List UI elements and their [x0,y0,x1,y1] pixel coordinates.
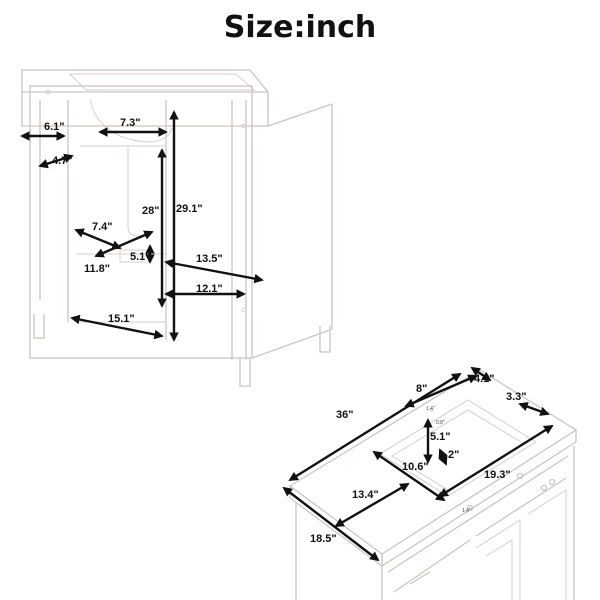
dim-label: 18.5" [310,533,337,545]
dim-label: 10.6" [402,461,429,473]
dim-label: 8" [416,383,427,395]
dim-label: 13.4" [352,489,379,501]
dim-label: 2" [448,449,459,461]
dim-label: 12.1" [196,283,223,295]
dim-label-small: 0.8" [436,420,445,426]
front-view-dimension-arrows [20,110,264,342]
dim-label: 36" [336,409,353,421]
dim-label: 7.3" [120,117,141,129]
front-view-sketch [21,69,333,387]
front-view-dimension-labels: 6.1" 7.3" 4.7" 28" 29.1" 7.4" 5.1" 11.8"… [44,117,223,325]
dim-label: 28" [142,205,159,217]
dim-label: 29.1" [176,203,203,215]
dim-label: 13.5" [196,253,223,265]
dim-label-small: 1.4" [462,508,471,514]
dim-label: 15.1" [108,313,135,325]
page-title: Size:inch [223,10,377,45]
top-view-dimension-labels: 8" 4.1" 3.3" 36" 5.1" 2" 10.6" 19.3" 13.… [310,373,527,545]
dim-label: 4.1" [474,373,495,385]
dim-label: 6.1" [44,121,65,133]
top-view-dimension-arrows [282,366,554,562]
dim-label: 5.1" [430,431,451,443]
dim-label-small: 1.4" [426,406,435,412]
dim-label: 7.4" [92,221,113,233]
dim-label: 19.3" [484,469,511,481]
dim-label: 4.7" [52,155,73,167]
dim-label: 3.3" [506,391,527,403]
dim-label: 11.8" [84,263,110,275]
dim-label: 5.1" [130,251,151,263]
top-view-sketch [288,369,578,600]
